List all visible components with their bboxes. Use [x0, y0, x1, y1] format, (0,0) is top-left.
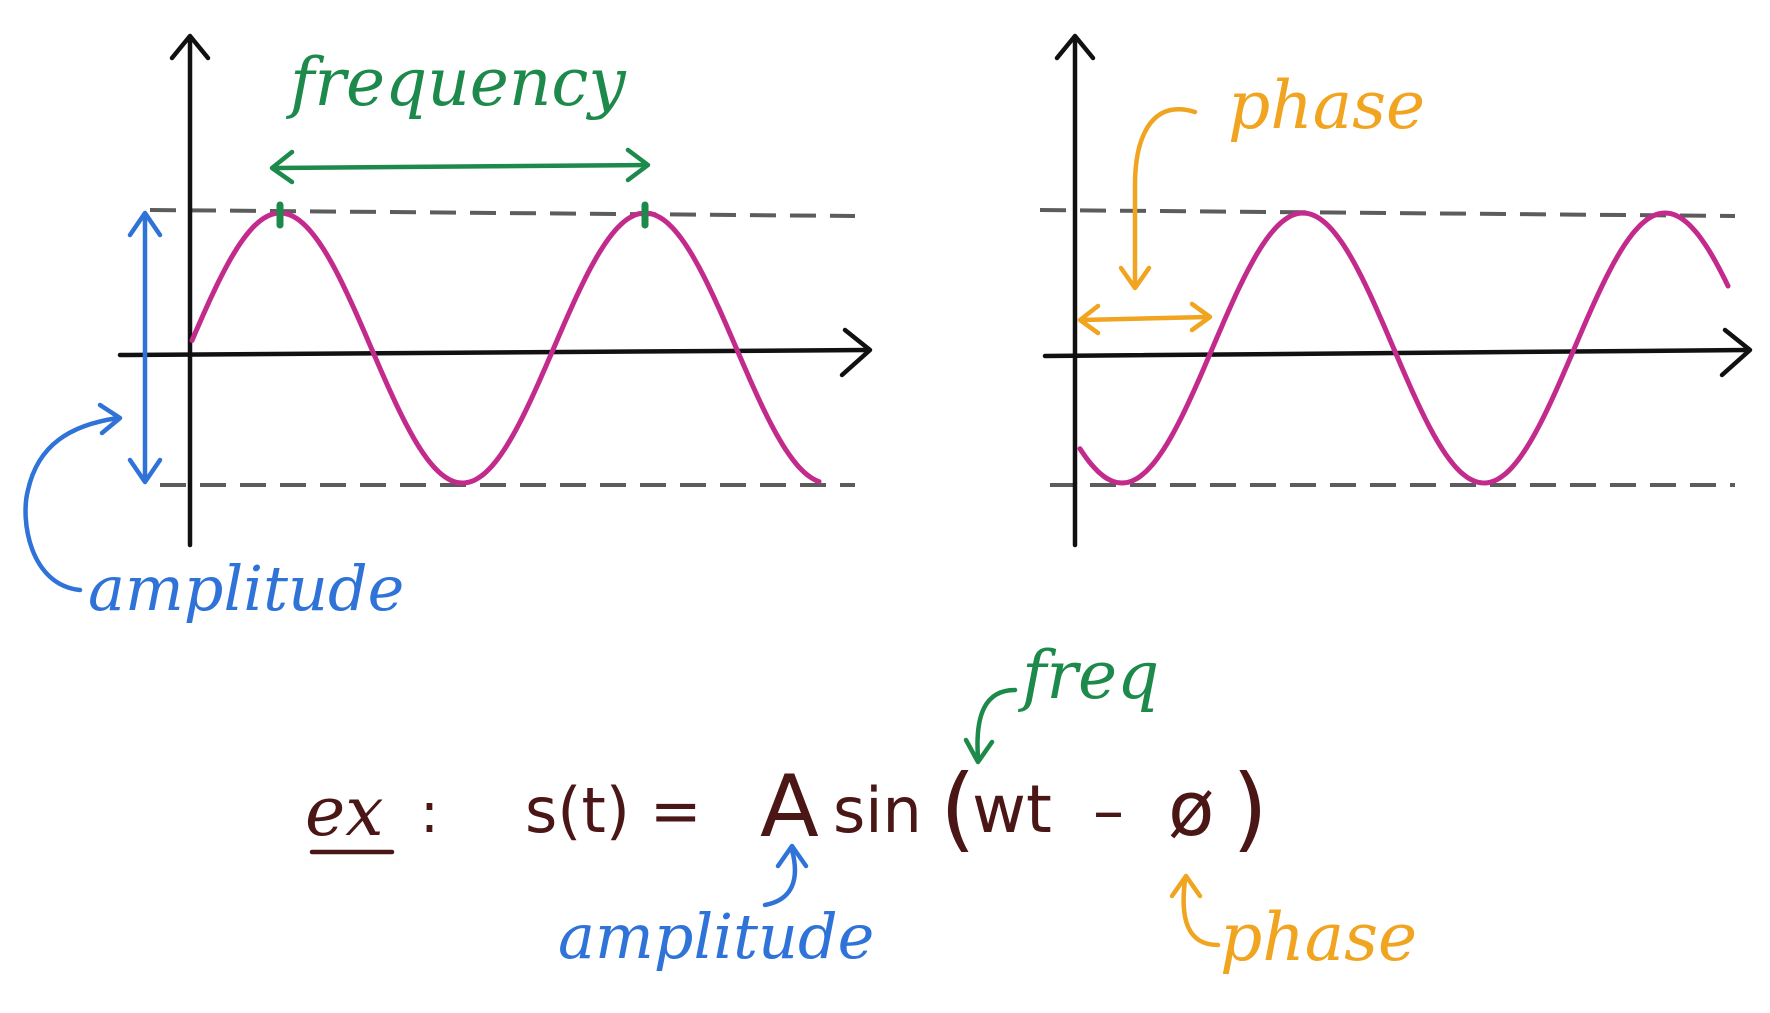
equation-phase-term: ø [1168, 764, 1215, 853]
amplitude-label-graph: amplitude [88, 552, 404, 625]
equation-amplitude-symbol: A [760, 757, 819, 857]
phase-arrowhead-right [1189, 301, 1213, 333]
left-graph: frequency amplitude [23, 33, 873, 625]
equation-close-paren: ) [1232, 755, 1268, 862]
freq-pointer-arrowhead [963, 737, 995, 765]
phase-arrowhead-left [1077, 303, 1101, 336]
frequency-arrowhead-right [625, 147, 651, 183]
equation-ex: ex [305, 773, 384, 852]
phase-double-arrow-shaft [1079, 314, 1211, 323]
left-y-axis-arrowhead [169, 33, 211, 61]
phase-eq-pointer-arrowhead [1169, 873, 1203, 899]
right-graph: phase [1039, 33, 1753, 548]
amplitude-pointer-curve [23, 415, 121, 593]
amplitude-eq-pointer-arrowhead [775, 843, 809, 869]
frequency-arrowhead-left [269, 149, 295, 185]
left-x-axis-arrowhead [839, 327, 873, 378]
equation-minus: – [1093, 774, 1124, 847]
phase-eq-pointer-curve [1181, 877, 1221, 948]
amplitude-eq-pointer-curve [762, 847, 798, 908]
left-top-dashed-line [149, 208, 856, 218]
left-sine-wave [189, 210, 822, 486]
phase-pointer-arrowhead [1118, 265, 1152, 291]
right-sine-wave [1077, 210, 1731, 486]
equation-open-paren: ( [940, 755, 976, 862]
right-x-axis-arrowhead [1719, 327, 1753, 378]
frequency-label: frequency [285, 44, 626, 121]
equation-colon: : [420, 781, 439, 846]
frequency-double-arrow-shaft [272, 162, 648, 171]
phase-pointer-curve [1132, 107, 1198, 288]
equation-annotations: freq amplitude phase [558, 637, 1417, 976]
amplitude-arrowhead-bottom [127, 457, 163, 485]
equation-frequency-term: wt [972, 771, 1052, 848]
amplitude-pointer-arrowhead [97, 402, 123, 436]
right-y-axis-arrowhead [1054, 33, 1096, 61]
amplitude-label-equation: amplitude [558, 900, 874, 973]
freq-label-equation: freq [1017, 637, 1159, 714]
phase-label-equation: phase [1220, 899, 1417, 976]
equation-lhs: s(t) = [525, 774, 702, 847]
equation: ex : s(t) = A sin ( wt – ø ) [305, 755, 1268, 862]
amplitude-arrowhead-top [127, 210, 163, 238]
equation-sin: sin [833, 774, 922, 847]
phase-label-graph: phase [1228, 67, 1425, 144]
right-top-dashed-line [1039, 208, 1736, 218]
left-x-axis [117, 347, 871, 358]
freq-pointer-curve [975, 687, 1018, 761]
